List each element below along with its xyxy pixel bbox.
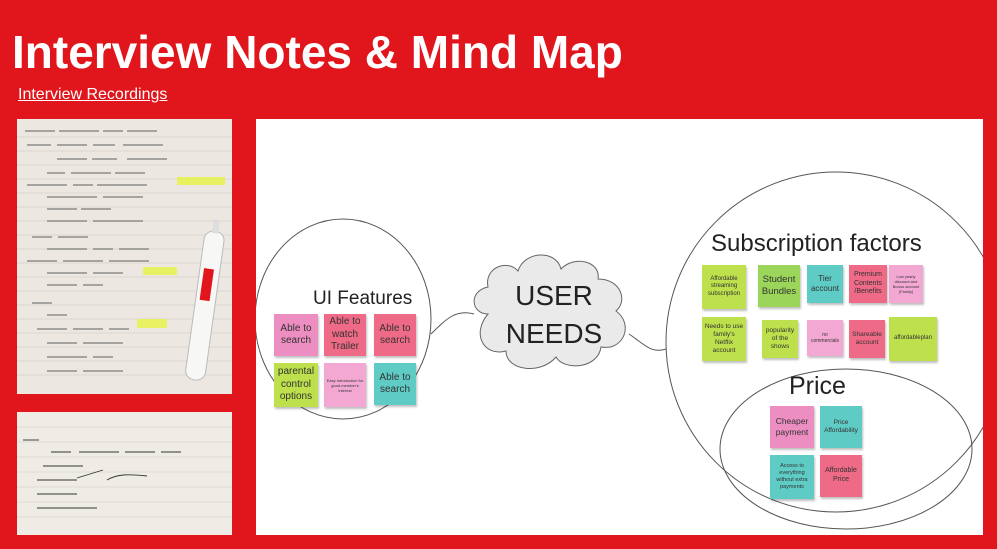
sticky-note: Cheaper payment (770, 406, 814, 448)
sticky-note: Student Bundles (758, 265, 800, 307)
sticky-note: Able to watch Trailer (324, 314, 366, 356)
sticky-note: Affordable Price (820, 455, 862, 497)
sticky-note: Access to everything without extra payme… (770, 455, 814, 499)
sticky-note: affordableplan (889, 317, 937, 361)
sticky-note: Shareable account (849, 320, 885, 358)
cloud-shape (473, 254, 626, 369)
user-needs-label: USER NEEDS (505, 280, 603, 349)
price-bubble (719, 368, 973, 530)
sticky-note: Affordable streaming subscription (702, 265, 746, 309)
sticky-note: no commercials (807, 320, 843, 356)
subscription-factors-bubble (665, 171, 983, 513)
handwritten-notes-photo-2 (17, 412, 232, 535)
price-title: Price (789, 372, 846, 400)
sticky-note: Needs to use family's Netflix account (702, 317, 746, 361)
sticky-note: popularity of the shows (762, 320, 798, 358)
sticky-note: Premium Contents /Benefits (849, 265, 887, 303)
ui-features-bubble (256, 218, 432, 420)
ui-features-title: UI Features (313, 288, 413, 309)
sticky-note: Tier account (807, 265, 843, 303)
sticky-note: Easy introduction for good member's inte… (324, 363, 366, 407)
sticky-note: parental control options (274, 363, 318, 407)
interview-recordings-link[interactable]: Interview Recordings (18, 86, 168, 103)
subscription-factors-title: Subscription factors (711, 230, 922, 257)
sticky-note: Able to search (374, 363, 416, 405)
page-title: Interview Notes & Mind Map (12, 26, 623, 78)
mind-map-canvas: USER NEEDS UI Features Subscription fact… (256, 119, 983, 535)
sticky-note: Low yearly discount and Bonus account (F… (889, 265, 923, 303)
sticky-note: Able to search (274, 314, 318, 356)
handwritten-notes-photo-1 (17, 119, 232, 394)
sticky-note: Price Affordability (820, 406, 862, 448)
sticky-note: Able to search (374, 314, 416, 356)
